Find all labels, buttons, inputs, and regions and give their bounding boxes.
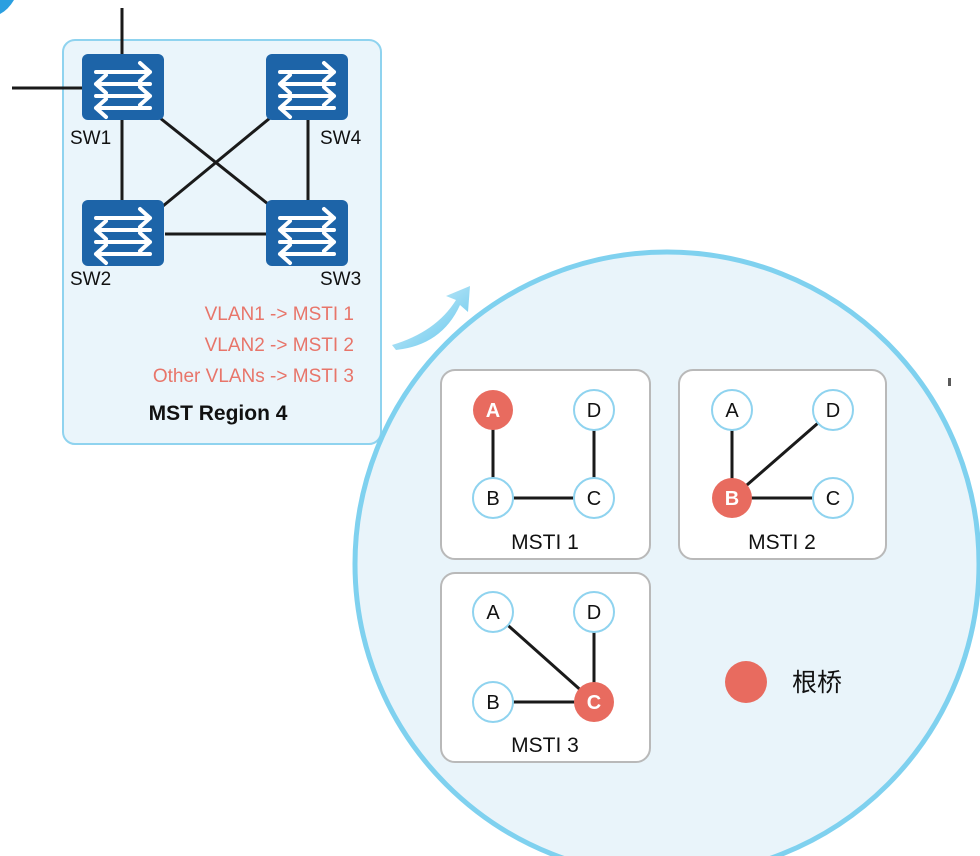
svg-text:D: D xyxy=(587,602,601,624)
node-b: B xyxy=(472,681,514,723)
switch-icon xyxy=(266,54,348,120)
switch-label: SW1 xyxy=(70,128,111,149)
switch-icon xyxy=(82,200,164,266)
svg-text:C: C xyxy=(587,692,601,714)
node-a: A xyxy=(473,390,513,430)
node-b: B xyxy=(712,478,752,518)
root-bridge-icon xyxy=(725,661,767,703)
corner-accent xyxy=(0,0,14,14)
msti-label: MSTI 3 xyxy=(511,734,579,757)
legend: 根桥 xyxy=(725,661,842,703)
mst-region-panel: SW1 SW4 SW2 SW3 VLAN1 -> MSTI 1 VLAN2 ->… xyxy=(12,8,382,445)
vlan-mapping: VLAN1 -> MSTI 1 xyxy=(205,304,354,325)
node-d: D xyxy=(573,389,615,431)
legend-label: 根桥 xyxy=(792,669,842,697)
msti-label: MSTI 2 xyxy=(748,531,816,554)
node-d: D xyxy=(573,591,615,633)
node-c: C xyxy=(812,477,854,519)
node-a: A xyxy=(472,591,514,633)
msti-label: MSTI 1 xyxy=(511,531,579,554)
region-box xyxy=(62,39,382,445)
node-d: D xyxy=(812,389,854,431)
switch-icon xyxy=(82,54,164,120)
msti-panel: A D B C MSTI 1 xyxy=(440,369,651,560)
region-title: MST Region 4 xyxy=(149,402,288,425)
link-sw1-sw3 xyxy=(159,116,269,206)
switch-label: SW2 xyxy=(70,269,111,290)
link-sw4-sw2 xyxy=(162,116,271,208)
msti-panel: A D B C MSTI 3 xyxy=(440,572,651,763)
vlan-mapping: VLAN2 -> MSTI 2 xyxy=(205,335,354,356)
svg-text:C: C xyxy=(826,488,840,510)
svg-text:B: B xyxy=(486,488,499,510)
zoom-arrow xyxy=(392,286,470,350)
svg-text:D: D xyxy=(826,400,840,422)
msti-panel: A D B C MSTI 2 xyxy=(678,369,887,560)
switch-label: SW3 xyxy=(320,269,361,290)
svg-text:B: B xyxy=(725,488,739,510)
switch-label: SW4 xyxy=(320,128,362,149)
switch-icon xyxy=(266,200,348,266)
node-c: C xyxy=(574,682,614,722)
vlan-mapping: Other VLANs -> MSTI 3 xyxy=(153,366,354,387)
svg-text:D: D xyxy=(587,400,601,422)
node-a: A xyxy=(711,389,753,431)
svg-text:C: C xyxy=(587,488,601,510)
svg-text:A: A xyxy=(725,400,739,422)
edge-mark xyxy=(948,378,951,386)
svg-text:A: A xyxy=(486,400,500,422)
node-b: B xyxy=(472,477,514,519)
msti-link xyxy=(731,408,834,500)
svg-text:B: B xyxy=(486,692,499,714)
node-c: C xyxy=(573,477,615,519)
svg-text:A: A xyxy=(486,602,500,624)
msti-link xyxy=(492,610,595,704)
